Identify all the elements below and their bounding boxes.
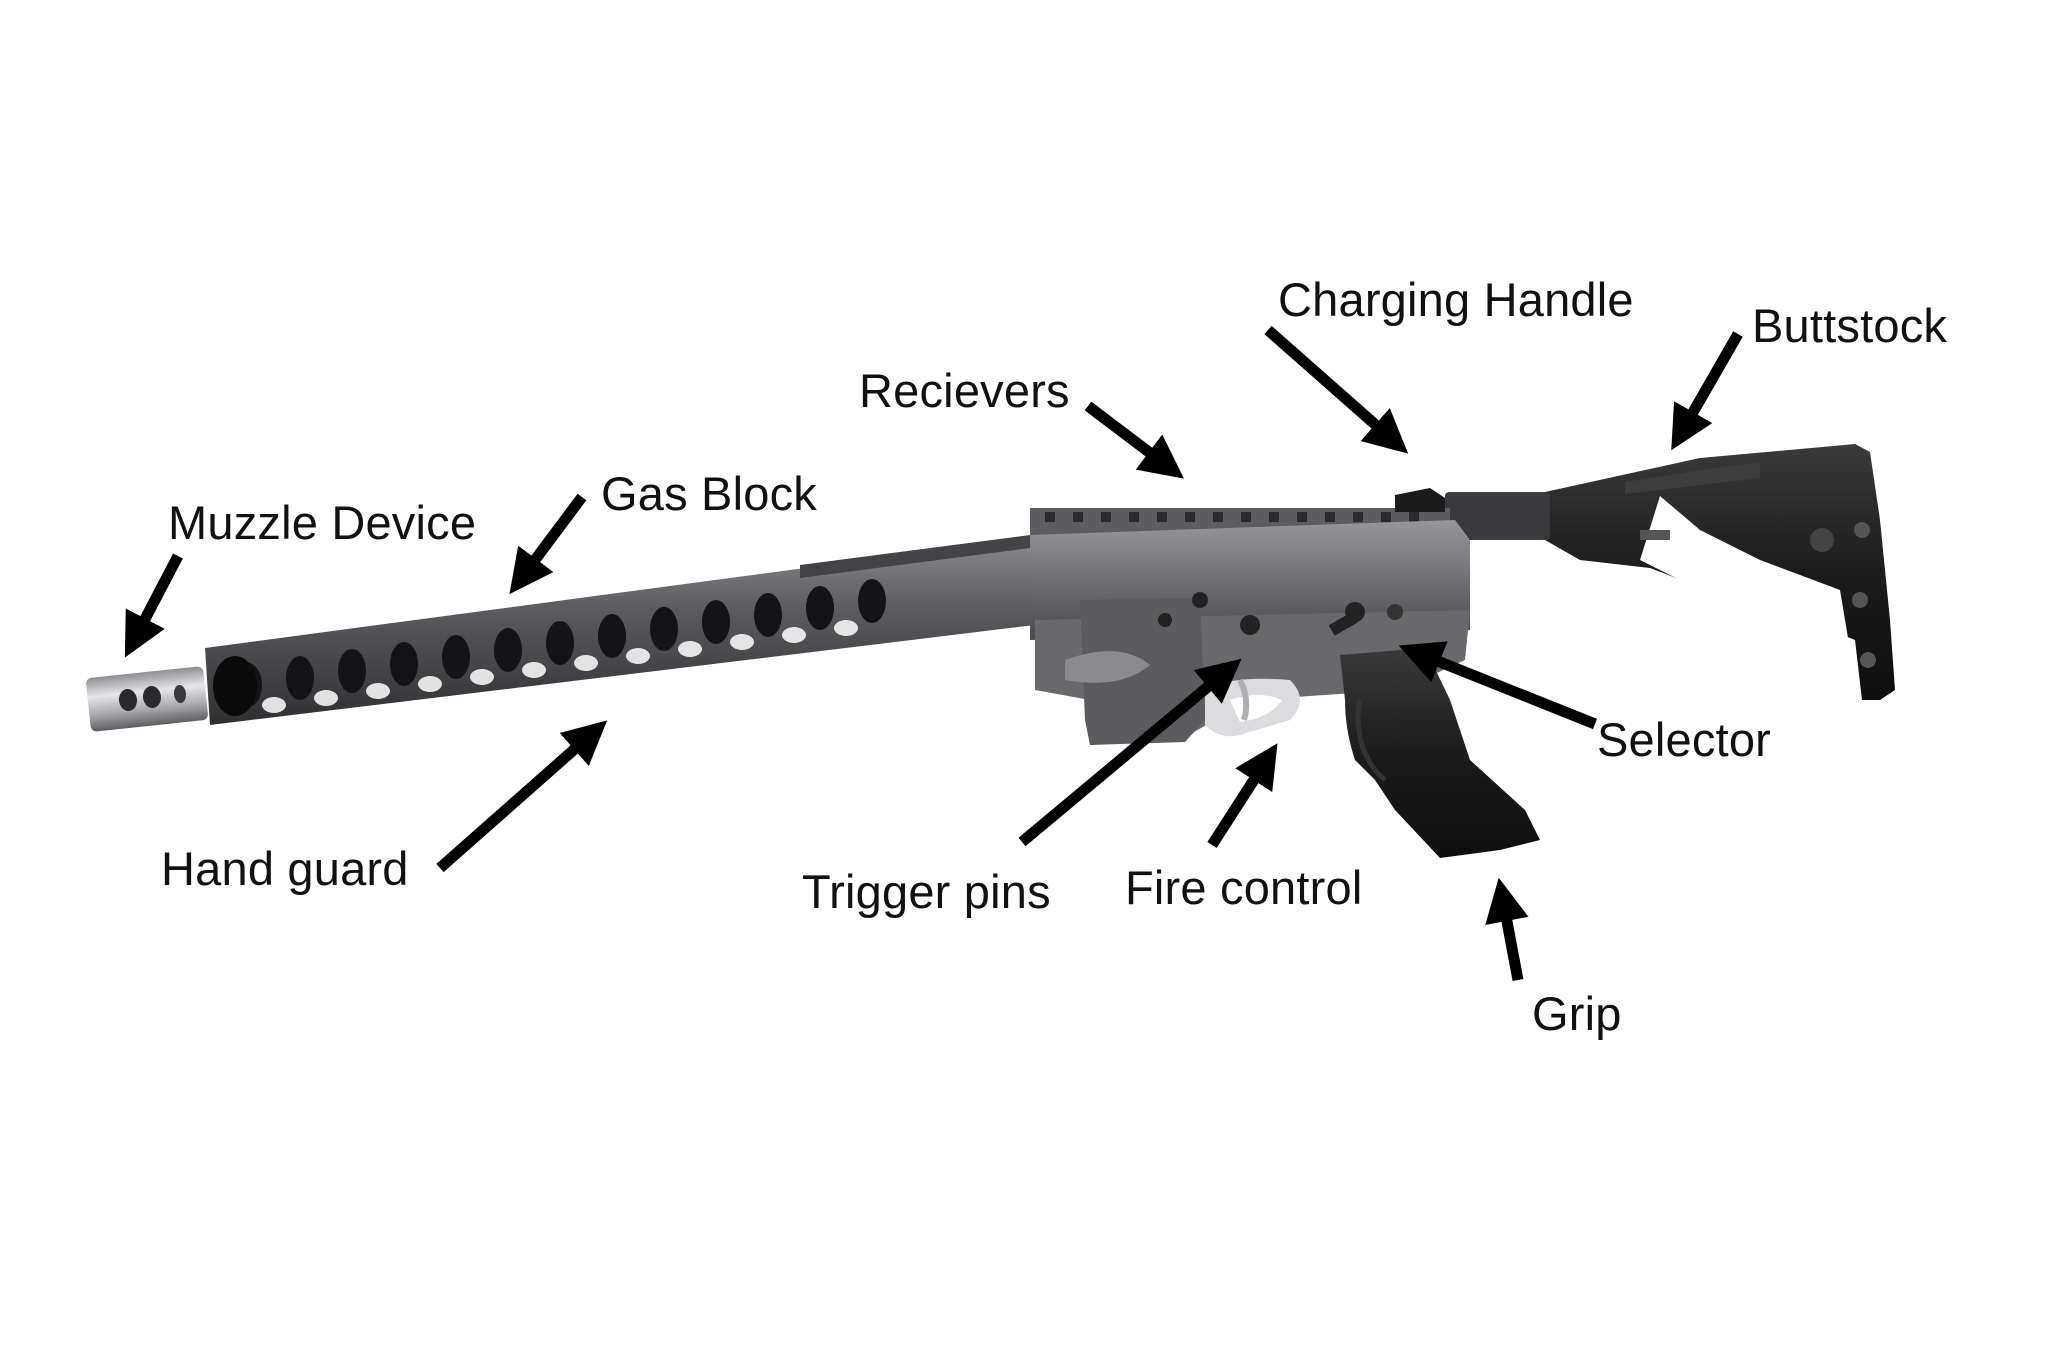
label-selector: Selector [1597,716,1771,763]
muzzle-device-shape [86,666,209,732]
arrow-icon [1268,330,1395,442]
label-trigger-pins: Trigger pins [802,868,1051,915]
arrow-icon [1502,895,1518,980]
label-grip: Grip [1532,990,1622,1037]
arrow-icon [520,497,582,580]
trigger-group [1205,679,1300,737]
arrow-icon [133,556,178,642]
label-hand-guard: Hand guard [161,845,409,892]
arrow-icon [1088,406,1170,468]
grip-shape [1340,648,1540,858]
label-fire-control: Fire control [1125,864,1362,911]
label-buttstock: Buttstock [1752,302,1947,349]
label-charging-handle: Charging Handle [1278,276,1634,323]
label-gas-block: Gas Block [601,470,817,517]
buttstock-shape [1545,444,1895,700]
label-receivers: Recievers [859,367,1070,414]
label-muzzle-device: Muzzle Device [168,499,476,546]
arrow-icon [440,732,594,868]
handguard-shape [205,535,1035,725]
arrow-icon [1212,758,1268,845]
arrow-icon [1680,334,1738,435]
